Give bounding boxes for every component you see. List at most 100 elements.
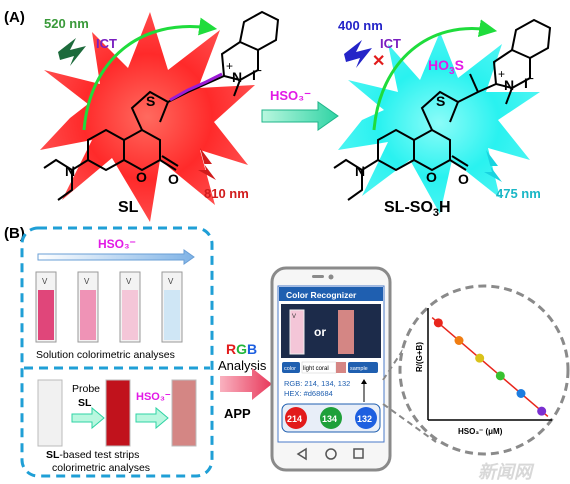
solution-reagent: HSO₃⁻ xyxy=(98,237,136,251)
sl-excitation-label: 520 nm xyxy=(44,16,89,31)
reaction-reagent: HSO₃⁻ xyxy=(270,88,311,103)
r-value: 214 xyxy=(287,414,302,424)
sl-ict-arrow xyxy=(82,17,218,131)
slso3h-ict-block: ✕ xyxy=(372,53,385,70)
assay-dashed-box xyxy=(20,226,214,478)
home-nav-icon[interactable] xyxy=(325,448,337,460)
slso3h-emission-bolt xyxy=(484,150,502,182)
cuvette-3: V xyxy=(119,271,141,343)
slso3h-amine-n: N xyxy=(355,163,365,179)
back-nav-icon[interactable] xyxy=(296,447,307,461)
strip-reagent: HSO₃⁻ xyxy=(136,391,171,403)
slso3h-ring-o: O xyxy=(426,169,437,185)
sl-compound-name: SL xyxy=(118,199,139,216)
phone-strip-sample xyxy=(338,310,354,354)
zoom-line-top xyxy=(382,299,437,381)
zoom-line-bottom xyxy=(382,403,437,443)
r-value-badge xyxy=(285,407,307,429)
plot-point-4 xyxy=(495,371,505,381)
sl-emission-label: 810 nm xyxy=(204,186,249,201)
rgb-readout: RGB: 214, 134, 132 xyxy=(284,379,350,388)
watermark: 新闻网 xyxy=(478,462,535,482)
slso3h-compound-name: SL-SO3H xyxy=(384,199,451,219)
test-strip-1 xyxy=(37,379,63,447)
color-swatch xyxy=(336,362,346,373)
b-value-badge xyxy=(355,407,377,429)
reaction-arrow xyxy=(261,101,339,131)
cuvette-4: V xyxy=(161,271,183,343)
sl-thiophene-s: S xyxy=(146,93,155,109)
app-title-bar xyxy=(279,287,383,301)
calibration-plot: R/(G+B) HSO₃⁻ (μM) xyxy=(415,308,552,436)
cyan-emission-burst xyxy=(338,32,540,214)
slso3h-quin-n: N xyxy=(504,77,514,93)
g-value-badge xyxy=(320,407,342,429)
slso3h-ict-arrow xyxy=(372,19,498,131)
color-name: light coral xyxy=(303,366,329,372)
color-button-label: color xyxy=(284,366,296,372)
plot-point-5 xyxy=(516,389,526,398)
sl-amine-n: N xyxy=(65,163,75,179)
slso3h-excitation-bolt xyxy=(344,40,372,68)
plot-point-1 xyxy=(433,318,443,328)
slso3h-carbonyl-o: O xyxy=(458,171,469,187)
slso3h-thiophene-s: S xyxy=(436,93,445,109)
plot-point-2 xyxy=(454,336,464,345)
slso3h-ict-label: ICT xyxy=(380,36,401,51)
app-label: APP xyxy=(224,406,251,421)
sl-counter-ion: I− xyxy=(252,66,262,83)
plot-trendline xyxy=(431,316,549,418)
svg-text:V: V xyxy=(126,277,132,286)
plot-point-6 xyxy=(537,406,547,416)
probe-label-2: SL xyxy=(78,397,92,409)
zoom-circle xyxy=(398,284,570,456)
sl-excitation-bolt xyxy=(58,38,86,66)
solution-caption: Solution colorimetric analyses xyxy=(36,349,175,361)
plot-x-label: HSO₃⁻ (μM) xyxy=(458,427,503,436)
analysis-arrow xyxy=(220,368,272,400)
slso3h-counter-ion: I− xyxy=(524,74,534,91)
sl-quin-charge: + xyxy=(226,59,233,73)
test-strip-3 xyxy=(171,379,197,447)
app-title: Color Recognizer xyxy=(286,290,357,300)
probe-arrow xyxy=(71,406,105,430)
phone-cuvette xyxy=(289,309,305,355)
sample-button-label: sample xyxy=(350,366,368,372)
phone-or-text: or xyxy=(314,325,326,339)
slso3h-excitation-label: 400 nm xyxy=(338,18,383,33)
slso3h-sulfonate-label: HO3S xyxy=(428,57,464,77)
rgb-label: RGB xyxy=(226,341,257,357)
plot-y-label: R/(G+B) xyxy=(415,342,424,372)
sl-vinyl-highlight xyxy=(169,72,223,102)
slso3h-quin-charge: + xyxy=(498,67,505,81)
color-button[interactable] xyxy=(282,362,300,373)
recents-nav-icon[interactable] xyxy=(353,448,364,459)
red-emission-burst xyxy=(40,12,255,222)
sl-ring-o: O xyxy=(136,169,147,185)
cuvette-2: V xyxy=(77,271,99,343)
test-strip-2 xyxy=(105,379,131,447)
sl-emission-bolt xyxy=(198,148,216,180)
slso3h-structure xyxy=(333,18,552,201)
plot-point-3 xyxy=(475,353,485,363)
strip-row xyxy=(37,379,197,447)
panel-b-label: (B) xyxy=(4,225,25,242)
strip-caption-2: colorimetric analyses xyxy=(52,462,150,474)
cuvette-1: V xyxy=(35,271,57,343)
phone-cuvette-mark: V xyxy=(292,314,296,320)
probe-label-1: Probe xyxy=(72,383,100,395)
analysis-label: Analysis xyxy=(218,358,267,373)
svg-text:V: V xyxy=(84,277,90,286)
strip-arrow xyxy=(135,406,169,430)
sl-carbonyl-o: O xyxy=(168,171,179,187)
panel-a-label: (A) xyxy=(4,9,25,26)
solution-gradient-arrow xyxy=(37,249,195,265)
slso3h-emission-label: 475 nm xyxy=(496,186,541,201)
sl-quin-n: N xyxy=(232,69,242,85)
sample-button[interactable] xyxy=(348,362,378,373)
g-value: 134 xyxy=(322,414,337,424)
b-value: 132 xyxy=(357,414,372,424)
